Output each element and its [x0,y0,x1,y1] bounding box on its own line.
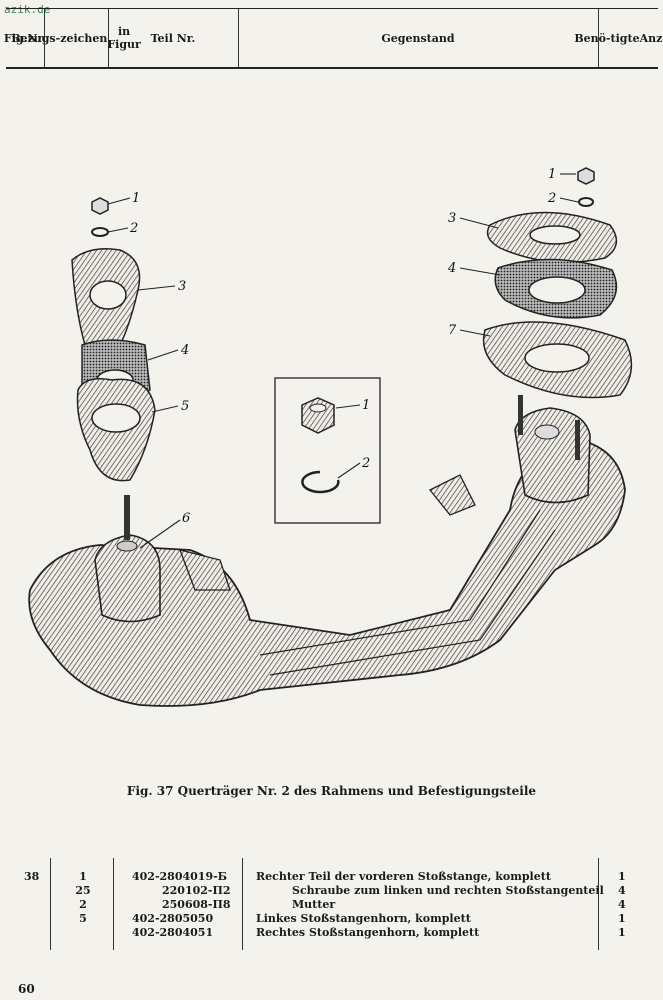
callout-right-7: 7 [448,323,457,338]
ref-cell: 1 [79,870,87,883]
part-number-cell: 402-2805050 [132,912,214,925]
part-number-cell: 250608-П8 [162,898,231,911]
description-cell: Rechter Teil der vorderen Stoßstange, ko… [256,870,551,883]
crossmember-frame [28,395,626,707]
part-number-cell: 402-2804051 [132,926,214,939]
nut-left [91,197,109,215]
callout-left-6: 6 [182,511,190,526]
quantity-cell: 1 [618,926,626,939]
bracket-left [178,549,231,591]
leader-lines [107,173,579,549]
bracket-right [428,474,476,516]
column-divider [598,858,599,950]
description-cell: Mutter [292,898,336,911]
table-row: 2 250608-П8 Mutter 4 [20,898,640,912]
washer-left [91,227,109,237]
part-number-cell: 402-2804019-Б [132,870,228,883]
header-anzahl: Benö-tigteAnzahl [574,31,663,45]
ref-cell: 2 [79,898,87,911]
right-part-stack [482,167,633,399]
callout-right-4: 4 [447,261,456,276]
callout-left-2: 2 [129,221,138,236]
washer-right [578,197,594,207]
table-row: 38 1 402-2804019-Б Rechter Teil der vord… [20,870,640,884]
header-teil-nr: Teil Nr. [108,9,239,67]
callout-right-3: 3 [448,211,456,226]
header-gegenstand: Gegenstand [238,9,599,67]
description-cell: Rechtes Stoßstangenhorn, komplett [256,926,480,939]
table-row: 25 220102-П2 Schraube zum linken und rec… [20,884,640,898]
ref-cell: 5 [79,912,87,925]
callout-inset-2: 2 [361,456,370,471]
part-number-cell: 220102-П2 [162,884,231,897]
figure-caption: Fig. 37 Querträger Nr. 2 des Rahmens und… [126,784,537,798]
ref-cell: 25 [75,884,91,897]
callout-inset-1: 1 [362,398,370,413]
quantity-cell: 1 [618,870,626,883]
inset-nut [301,397,335,434]
detail-inset [274,377,381,524]
callout-right-1: 1 [548,167,556,182]
quantity-cell: 1 [618,912,626,925]
callout-left-1: 1 [132,191,140,206]
watermark: azik.de [4,3,51,16]
description-cell: Schraube zum linken und rechten Stoßstan… [292,884,604,897]
mount-right [514,407,591,504]
quantity-cell: 4 [618,898,626,911]
description-cell: Linkes Stoßstangenhorn, komplett [256,912,471,925]
parts-list: 38 1 402-2804019-Б Rechter Teil der vord… [20,858,640,950]
callout-left-3: 3 [178,279,186,294]
callout-right-2: 2 [547,191,556,206]
column-divider [113,858,114,950]
nut-right [577,167,595,185]
inset-lock-washer [301,470,340,494]
table-row: 402-2804051 Rechtes Stoßstangenhorn, kom… [20,926,640,940]
column-divider [50,858,51,950]
column-divider [242,858,243,950]
callout-left-5: 5 [181,399,189,414]
table-row: 5 402-2805050 Linkes Stoßstangenhorn, ko… [20,912,640,926]
page-number: 60 [18,982,35,996]
header-fig-nr: Fig.Nr. [4,9,46,67]
exploded-view-drawing: 1 2 3 4 5 6 1 2 3 4 7 1 2 [28,167,633,707]
left-part-stack [71,197,156,482]
fig-number: 38 [24,870,40,883]
mount-left [94,534,161,623]
quantity-cell: 4 [618,884,626,897]
callout-left-4: 4 [180,343,189,358]
